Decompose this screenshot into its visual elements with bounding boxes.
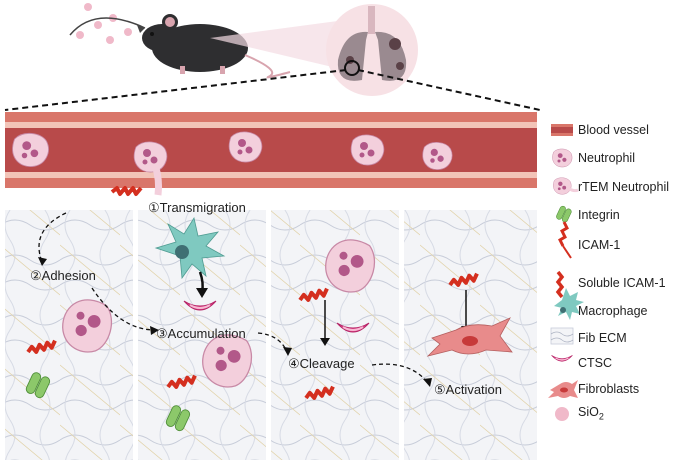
legend-label-fibroblasts: Fibroblasts: [578, 382, 640, 396]
legend-label-integrin: Integrin: [578, 208, 620, 222]
legend-label-macrophage: Macrophage: [578, 304, 648, 318]
legend-label-soluble-icam1: Soluble ICAM-1: [578, 276, 666, 290]
legend-icon-icam1: [558, 221, 572, 259]
legend-label-sio2: SiO2: [578, 405, 604, 422]
mouse-illustration: [142, 14, 291, 79]
legend-icon-fib-ecm: [550, 327, 574, 345]
legend-icon-soluble-icam1: [555, 270, 565, 299]
legend-icon-macrophage: [554, 288, 584, 320]
sio2-particles: [76, 3, 132, 44]
panel4-cells: [426, 271, 513, 357]
legend-label-neutrophil: Neutrophil: [578, 151, 635, 165]
step-label-accumulation: ③Accumulation: [156, 326, 246, 341]
legend-label-blood-vessel: Blood vessel: [578, 123, 649, 137]
step-label-transmigration: ①Transmigration: [148, 200, 246, 215]
zoom-guide-left: [4, 69, 347, 111]
step-arrowheads: [38, 257, 432, 387]
legend-icons: [548, 124, 584, 421]
panel3-cells: [296, 235, 379, 402]
legend-label-fib-ecm: Fib ECM: [578, 331, 627, 345]
legend-label-icam1: ICAM-1: [578, 238, 621, 252]
step-label-activation: ⑤Activation: [434, 382, 503, 397]
panel2-cells: [154, 216, 256, 433]
step-label-adhesion: ②Adhesion: [30, 268, 96, 283]
legend-label-ctsc: CTSC: [578, 356, 613, 370]
step-label-cleavage: ④Cleavage: [288, 356, 355, 371]
lungs-illustration: [326, 4, 418, 96]
icam-transmigration: [110, 186, 143, 196]
legend-icon-blood-vessel: [551, 124, 573, 136]
legend-label-rtem-neutrophil: rTEM Neutrophil: [578, 180, 669, 194]
legend-icon-rtem-neutrophil: [553, 177, 579, 195]
zoom-guide-right: [357, 69, 541, 111]
legend-icon-neutrophil: [552, 148, 573, 168]
legend-icon-sio2: [555, 407, 569, 421]
zoom-cone-lung: [210, 20, 345, 70]
blood-vessel: [5, 112, 537, 188]
legend-icon-fibroblasts: [548, 380, 578, 398]
inhalation-arrow: [69, 17, 146, 36]
vessel-neutrophils: [12, 131, 453, 196]
legend-icon-ctsc: [550, 354, 574, 362]
legend-icon-integrin: [555, 204, 573, 224]
